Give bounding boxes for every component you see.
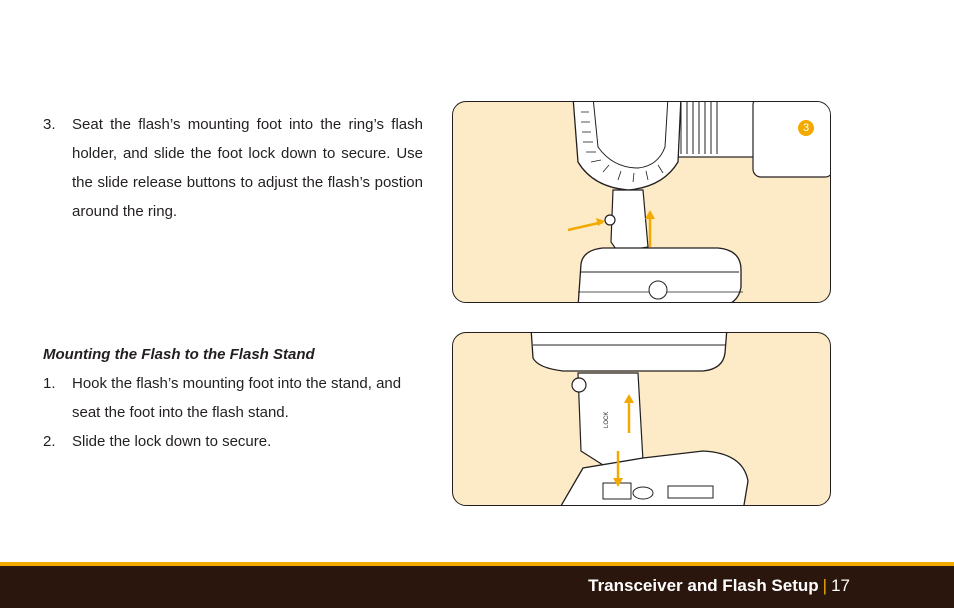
stand-hole <box>632 486 654 500</box>
stand-rail <box>667 485 714 499</box>
step-text: Seat the flash’s mounting foot into the … <box>72 116 423 220</box>
ring-steps: 3. Seat the flash’s mounting foot into t… <box>43 110 423 226</box>
step-text: Slide the lock down to secure. <box>72 433 272 450</box>
lock-arrowhead <box>645 210 655 219</box>
ring-inner <box>592 102 669 169</box>
section-heading: Mounting the Flash to the Flash Stand <box>43 346 315 363</box>
stand-mount-illustration: LOCK <box>452 332 831 506</box>
flash-vent <box>648 280 668 300</box>
lens-body <box>667 102 759 158</box>
footer-accent-stripe <box>0 562 954 566</box>
step-number: 1. <box>43 375 56 392</box>
footer-text: Transceiver and Flash Setup|17 <box>588 576 850 596</box>
foot-knob <box>571 377 587 393</box>
mounting-foot <box>577 372 644 466</box>
step-item: 3. Seat the flash’s mounting foot into t… <box>43 110 423 226</box>
stand-slot <box>602 482 632 500</box>
flash-stand <box>560 450 749 505</box>
lock-arrowhead <box>624 394 634 403</box>
release-button <box>604 214 616 226</box>
step-badge: 3 <box>798 120 814 136</box>
flash-body <box>530 333 728 372</box>
step-item: 2. Slide the lock down to secure. <box>43 427 423 456</box>
flash-head <box>577 247 742 302</box>
flash-holder <box>610 189 649 253</box>
page-footer: Transceiver and Flash Setup|17 <box>0 566 954 608</box>
lens-barrel <box>752 102 830 178</box>
step-text: Hook the flash’s mounting foot into the … <box>72 375 402 421</box>
stand-mount-drawing: LOCK <box>530 333 749 505</box>
stand-section: Mounting the Flash to the Flash Stand 1.… <box>43 340 423 456</box>
slide-arrow <box>567 220 604 232</box>
ring-mount-drawing <box>567 102 830 302</box>
page-number: 17 <box>831 576 850 595</box>
step-number: 3. <box>43 116 56 133</box>
ring-mount-illustration: 3 <box>452 101 831 303</box>
footer-separator: | <box>822 576 828 595</box>
slide-arrowhead <box>596 218 605 226</box>
lock-label: LOCK <box>604 412 610 428</box>
seat-arrowhead <box>613 478 623 487</box>
footer-title: Transceiver and Flash Setup <box>588 576 819 595</box>
step-item: 1. Hook the flash’s mounting foot into t… <box>43 369 423 427</box>
step-number: 2. <box>43 433 56 450</box>
ring-teeth <box>581 111 664 183</box>
